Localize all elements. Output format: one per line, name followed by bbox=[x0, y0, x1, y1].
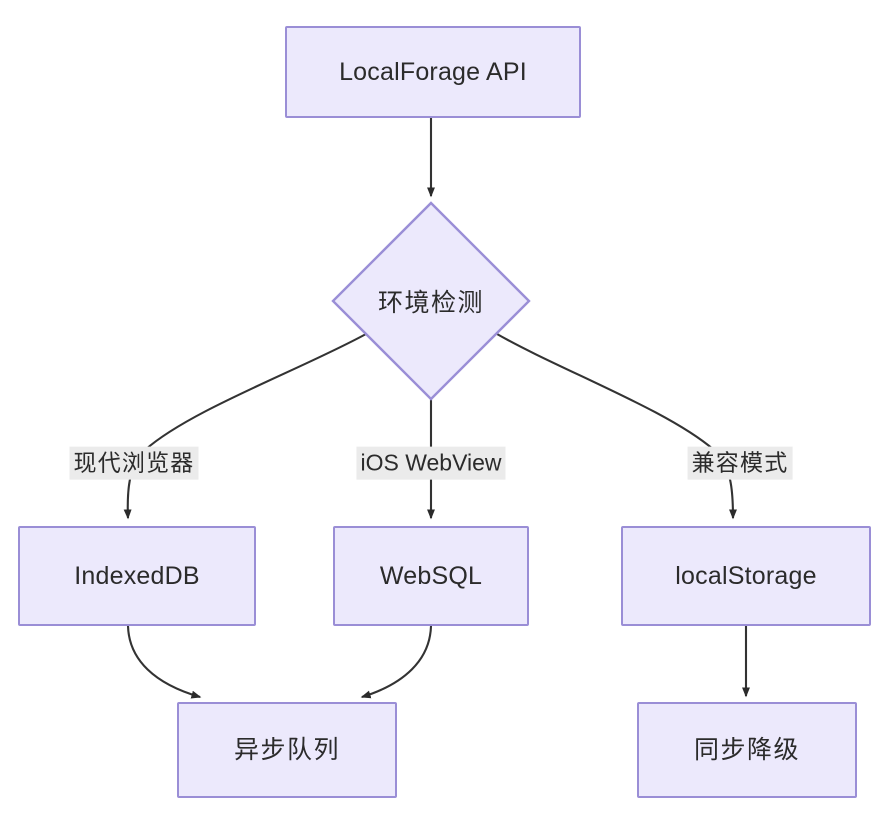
node-environment-detection-label: 环境检测 bbox=[377, 289, 484, 317]
node-environment-detection[interactable]: 环境检测 bbox=[331, 201, 531, 401]
node-websql[interactable]: WebSQL bbox=[333, 526, 529, 626]
edge-detect-to-localstorage bbox=[496, 333, 737, 520]
node-localforage-api[interactable]: LocalForage API bbox=[285, 26, 581, 118]
node-indexeddb-label: IndexedDB bbox=[74, 562, 200, 590]
edge-label-modern-browser: 现代浏览器 bbox=[69, 446, 199, 480]
node-websql-label: WebSQL bbox=[379, 562, 483, 590]
node-sync-fallback-label: 同步降级 bbox=[693, 736, 800, 764]
edge-websql-to-asyncqueue bbox=[360, 625, 433, 699]
node-async-queue[interactable]: 异步队列 bbox=[177, 702, 397, 798]
node-localforage-api-label: LocalForage API bbox=[339, 58, 527, 86]
node-indexeddb[interactable]: IndexedDB bbox=[18, 526, 256, 626]
node-sync-fallback[interactable]: 同步降级 bbox=[637, 702, 857, 798]
edge-label-compat-mode: 兼容模式 bbox=[687, 446, 793, 480]
edge-label-ios-webview: iOS WebView bbox=[356, 446, 506, 480]
edge-indexeddb-to-asyncqueue bbox=[126, 625, 202, 699]
node-localstorage[interactable]: localStorage bbox=[621, 526, 871, 626]
node-localstorage-label: localStorage bbox=[675, 562, 817, 590]
node-async-queue-label: 异步队列 bbox=[233, 736, 340, 764]
diamond-shape bbox=[331, 201, 531, 401]
